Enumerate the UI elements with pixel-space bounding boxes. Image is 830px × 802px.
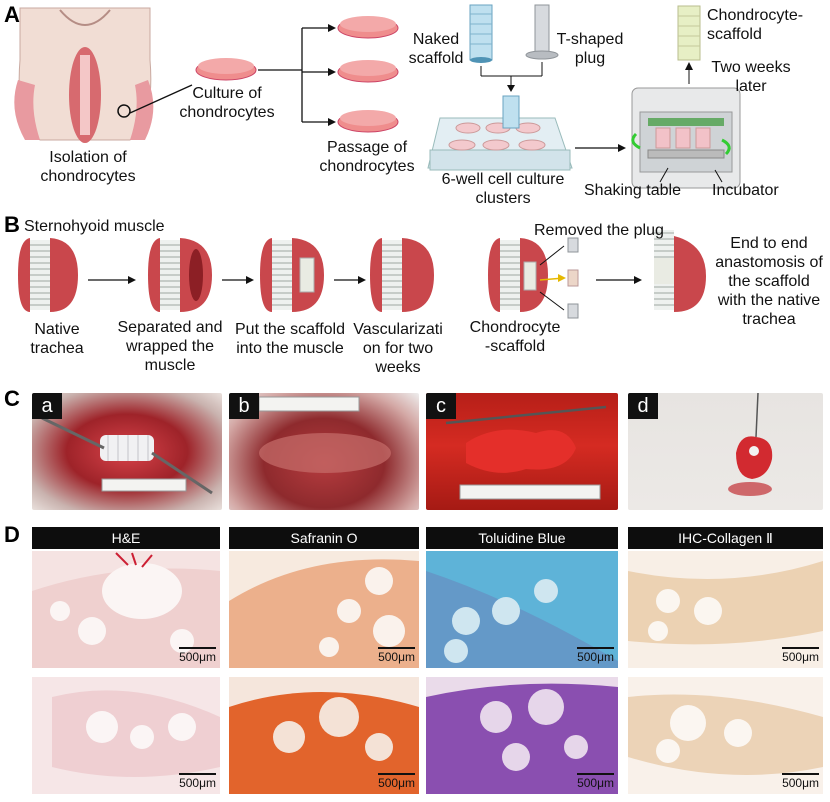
photo-c-a: a: [32, 393, 222, 510]
label-isolation: Isolation of chondrocytes: [40, 149, 136, 185]
micro-he-2: 500μm: [32, 677, 220, 794]
photo-label-d: d: [628, 393, 658, 419]
panel-label-d: D: [4, 522, 20, 547]
scalebar-toluidine-2: 500μm: [577, 773, 614, 790]
panel-label-c: C: [4, 386, 20, 411]
label-chondro-scaffold-b: Chondrocyte -scaffold: [469, 319, 561, 355]
stain-header-he: H&E: [32, 527, 220, 549]
stain-header-safranin: Safranin O: [229, 527, 419, 549]
micro-safranin-2: 500μm: [229, 677, 419, 794]
label-shaking: Shaking table: [584, 182, 681, 199]
scalebar-collagen-1: 500μm: [782, 647, 819, 664]
scalebar-toluidine-1: 500μm: [577, 647, 614, 664]
rabbit-illustration: [14, 7, 154, 143]
panel-label-a: A: [4, 2, 20, 27]
photo-c-c: c: [426, 393, 618, 510]
label-passage: Passage of chondrocytes: [319, 139, 415, 175]
scalebar-he-2: 500μm: [179, 773, 216, 790]
photo-label-b: b: [229, 393, 259, 419]
label-vascular: Vascularizati on for two weeks: [353, 321, 443, 376]
photo-c-d: d: [628, 393, 823, 510]
photo-label-c: c: [426, 393, 456, 419]
micro-safranin-1: 500μm: [229, 551, 419, 668]
photo-c-b: b: [229, 393, 419, 510]
scalebar-safranin-1: 500μm: [378, 647, 415, 664]
scalebar-safranin-2: 500μm: [378, 773, 415, 790]
label-sternohyoid: Sternohyoid muscle: [24, 218, 165, 235]
micro-toluidine-2: 500μm: [426, 677, 618, 794]
label-end-to-end: End to end anastomosis of the scaffold w…: [715, 235, 823, 328]
label-chondro-scaffold-a: Chondrocyte-scaffold: [707, 7, 804, 43]
label-separated: Separated and wrapped the muscle: [117, 319, 223, 374]
label-two-weeks: Two weeks later: [711, 59, 791, 95]
micro-toluidine-1: 500μm: [426, 551, 618, 668]
label-incubator: Incubator: [712, 182, 779, 199]
micro-he-1: 500μm: [32, 551, 220, 668]
label-culture: Culture of chondrocytes: [179, 85, 275, 121]
stain-header-toluidine: Toluidine Blue: [426, 527, 618, 549]
label-native: Native trachea: [30, 321, 84, 357]
label-naked-scaffold: Naked scaffold: [408, 31, 464, 67]
micro-collagen-2: 500μm: [628, 677, 823, 794]
label-put: Put the scaffold into the muscle: [235, 321, 345, 357]
photo-label-a: a: [32, 393, 62, 419]
label-wells: 6-well cell culture clusters: [441, 171, 565, 207]
label-removed: Removed the plug: [534, 222, 664, 239]
scalebar-collagen-2: 500μm: [782, 773, 819, 790]
scalebar-he-1: 500μm: [179, 647, 216, 664]
micro-collagen-1: 500μm: [628, 551, 823, 668]
label-plug: T-shaped plug: [556, 31, 624, 67]
panel-label-b: B: [4, 212, 20, 237]
stain-header-collagen: IHC-Collagen Ⅱ: [628, 527, 823, 549]
